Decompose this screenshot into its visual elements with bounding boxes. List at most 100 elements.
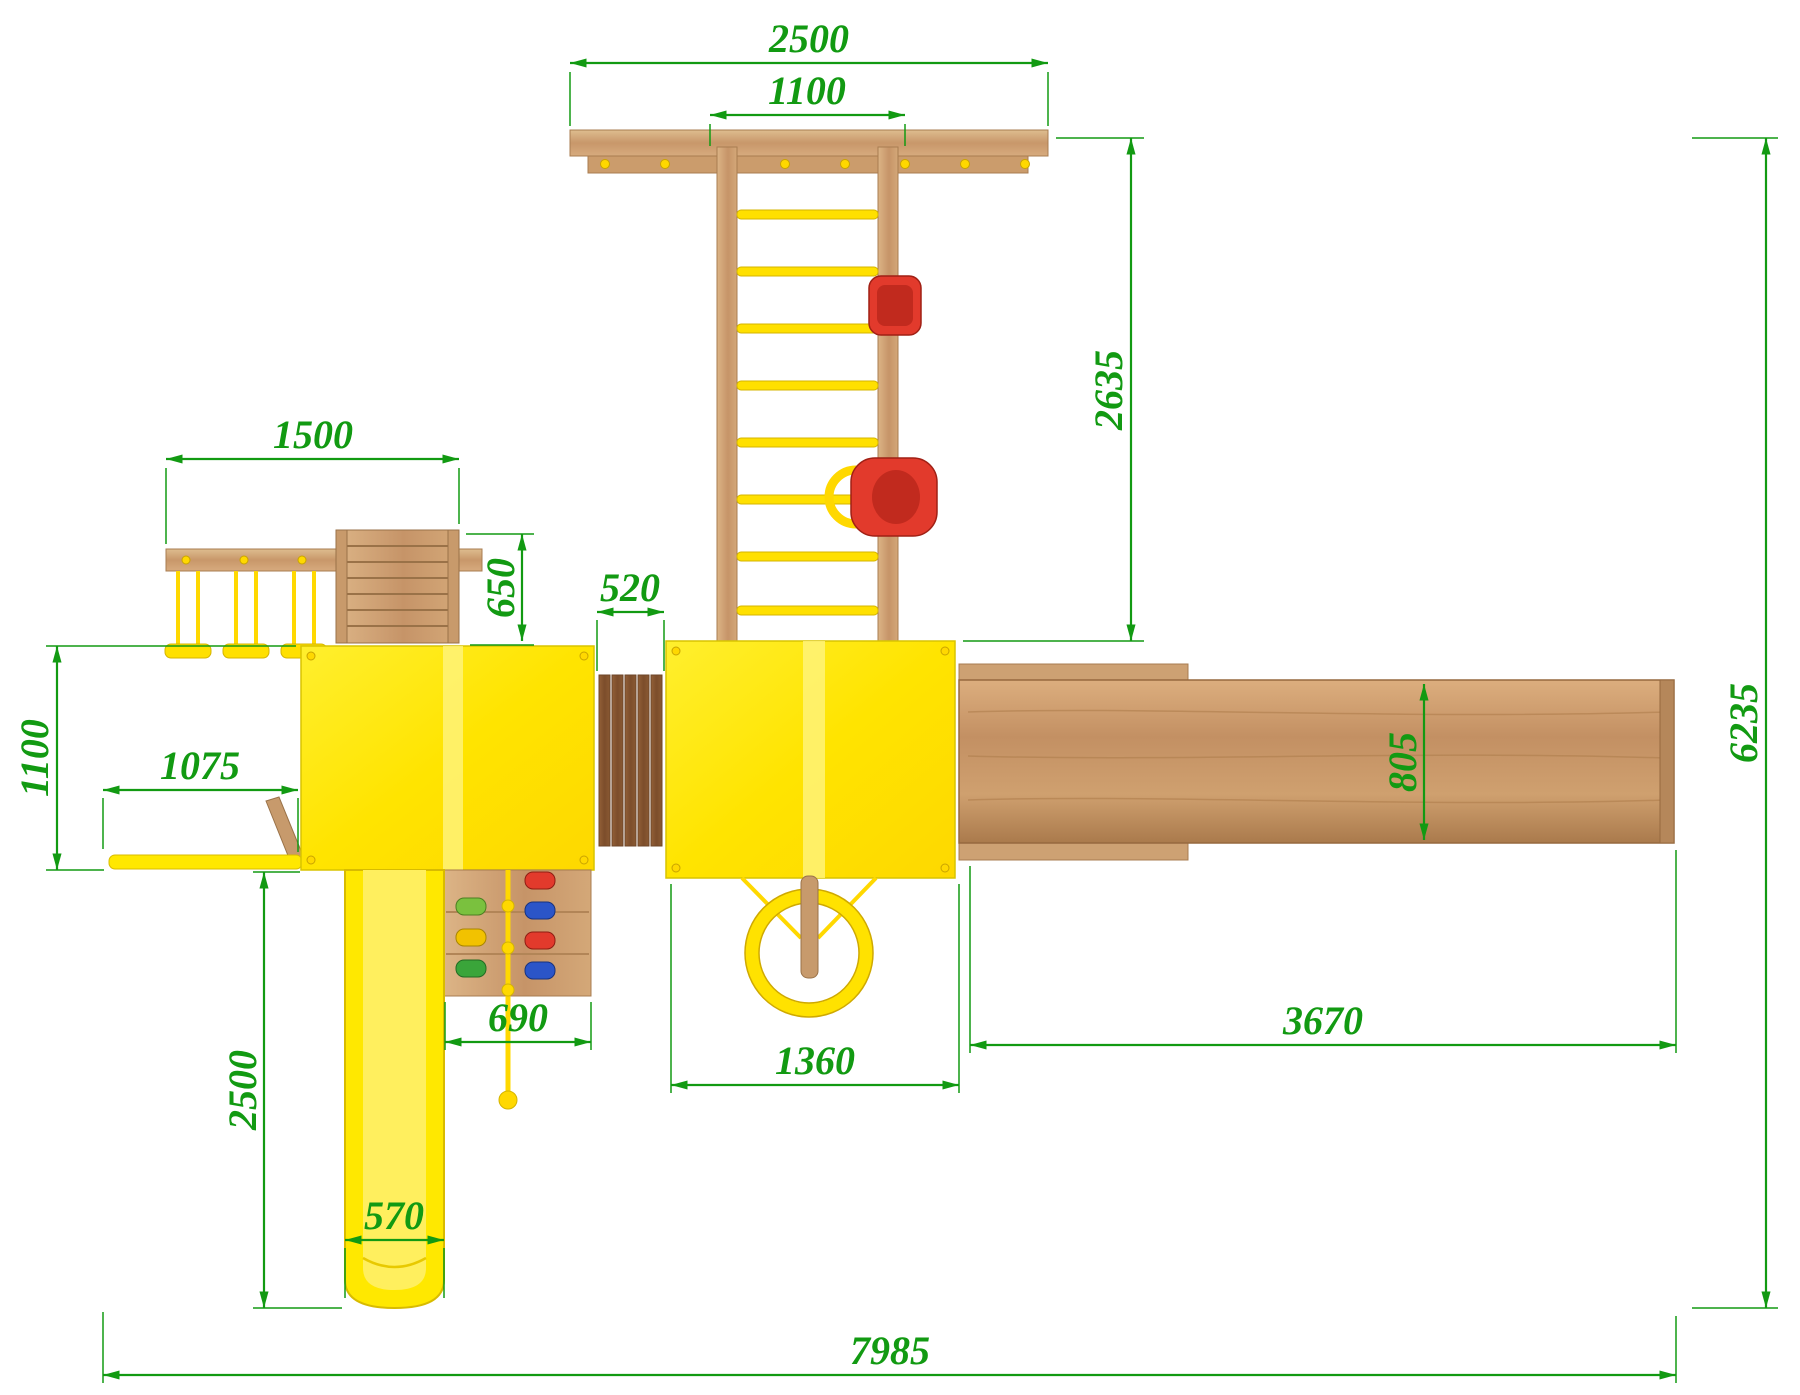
bolt [900, 159, 910, 169]
beam-end-cap [1659, 679, 1675, 844]
bridge-planks [598, 674, 663, 847]
dimension-label: 690 [488, 995, 548, 1040]
bolt [940, 646, 950, 656]
a-frame-board-top [958, 663, 1189, 682]
climb-hold-yellow [455, 928, 487, 947]
slide-bed [363, 870, 426, 1290]
bridge-plank [650, 674, 663, 847]
climb-hold-red [524, 871, 556, 890]
dimension-label: 2500 [220, 1050, 265, 1131]
bolt [181, 555, 191, 565]
swing-seat-inner [877, 285, 913, 326]
ladder-rung [736, 605, 879, 616]
dim-ramp-offset: 650 [466, 533, 534, 646]
wooden-ramp [335, 529, 460, 644]
a-frame-board-bottom [958, 842, 1189, 861]
dim-swing-beam-span: 3670 [969, 850, 1677, 1053]
dim-swing-beam-depth: 805 [1380, 684, 1429, 840]
climbing-wall-assembly [443, 869, 592, 1110]
ladder-rail-right [877, 146, 899, 646]
dimension-label: 6235 [1721, 683, 1766, 763]
bolt [239, 555, 249, 565]
bridge-plank [624, 674, 637, 847]
monkey-bar-assembly [569, 129, 1049, 646]
dimension-label: 1100 [12, 719, 57, 797]
slide-lip [362, 1256, 427, 1269]
bolt [940, 863, 950, 873]
dim-tower-depth: 1100 [12, 645, 296, 871]
bolt [579, 855, 589, 865]
dim-ladder-width: 1100 [709, 68, 906, 146]
bolt [579, 651, 589, 661]
ladder-rung [736, 551, 879, 562]
ladder-rail-left [716, 146, 738, 646]
dimension-label: 1075 [160, 743, 240, 788]
dim-bridge-span: 520 [596, 565, 665, 671]
rope-knot [501, 899, 515, 913]
dim-top-beam-span: 2500 [569, 16, 1049, 126]
ladder-rung [736, 323, 879, 334]
dim-side-slide-reach: 1075 [102, 743, 299, 852]
ladder-rung [736, 209, 879, 220]
rope-knot [501, 941, 515, 955]
bolt [306, 855, 316, 865]
bolt [780, 159, 790, 169]
dim-overall-width: 7985 [102, 1312, 1677, 1383]
left-gym-module [108, 529, 483, 870]
ladder-rungs [736, 209, 879, 616]
bolt [600, 159, 610, 169]
dimension-label: 2635 [1086, 350, 1131, 431]
swing-seat [222, 643, 270, 659]
dim-slide-width: 570 [344, 1193, 445, 1298]
bolt [297, 555, 307, 565]
bridge-plank [611, 674, 624, 847]
left-roof-ridge [443, 646, 463, 870]
right-roof-ridge [803, 641, 825, 878]
dim-slide-length: 2500 [220, 871, 342, 1309]
dimension-label: 805 [1380, 732, 1425, 792]
bridge-plank [637, 674, 650, 847]
dimension-label: 3670 [1282, 998, 1363, 1043]
gym-ring-assembly [740, 875, 878, 1018]
bridge-plank [598, 674, 611, 847]
bolt [840, 159, 850, 169]
ramp-rail [335, 529, 348, 644]
bolt [671, 863, 681, 873]
bolt [671, 646, 681, 656]
dimension-label: 650 [478, 558, 523, 618]
side-slide [108, 854, 303, 870]
wood-grain-line [967, 797, 1667, 804]
dim-climbing-wall-width: 690 [444, 995, 592, 1050]
towers-and-bridge [300, 640, 956, 879]
wood-grain-line [967, 709, 1667, 716]
ramp-deck [335, 529, 460, 644]
dimension-label: 2500 [768, 16, 849, 61]
slide-assembly [344, 869, 445, 1310]
dimension-label: 1100 [768, 68, 846, 113]
climb-hold-green [455, 897, 487, 916]
dim-swing-module-span: 1500 [165, 412, 460, 544]
top-board [569, 129, 1049, 157]
wood-grain-line [967, 754, 1667, 759]
climb-hold-blue [524, 901, 556, 920]
dimension-label: 570 [364, 1193, 424, 1238]
bolt [660, 159, 670, 169]
climb-hold-green [455, 959, 487, 978]
dimension-label: 7985 [850, 1328, 930, 1373]
bolt [1020, 159, 1030, 169]
ladder-rung [736, 266, 879, 277]
swing-beam-assembly [958, 663, 1675, 861]
ramp-rail [447, 529, 460, 644]
bolt [960, 159, 970, 169]
dim-overall-depth: 6235 [1692, 137, 1778, 1309]
bolt [306, 651, 316, 661]
ladder-rung [736, 380, 879, 391]
swing-ropes [176, 571, 316, 648]
swing-beam [958, 679, 1675, 844]
baby-swing-seat [824, 457, 938, 537]
dimension-label: 1500 [273, 412, 353, 457]
dimension-label: 520 [600, 565, 660, 610]
swing-seat-red [868, 275, 922, 336]
